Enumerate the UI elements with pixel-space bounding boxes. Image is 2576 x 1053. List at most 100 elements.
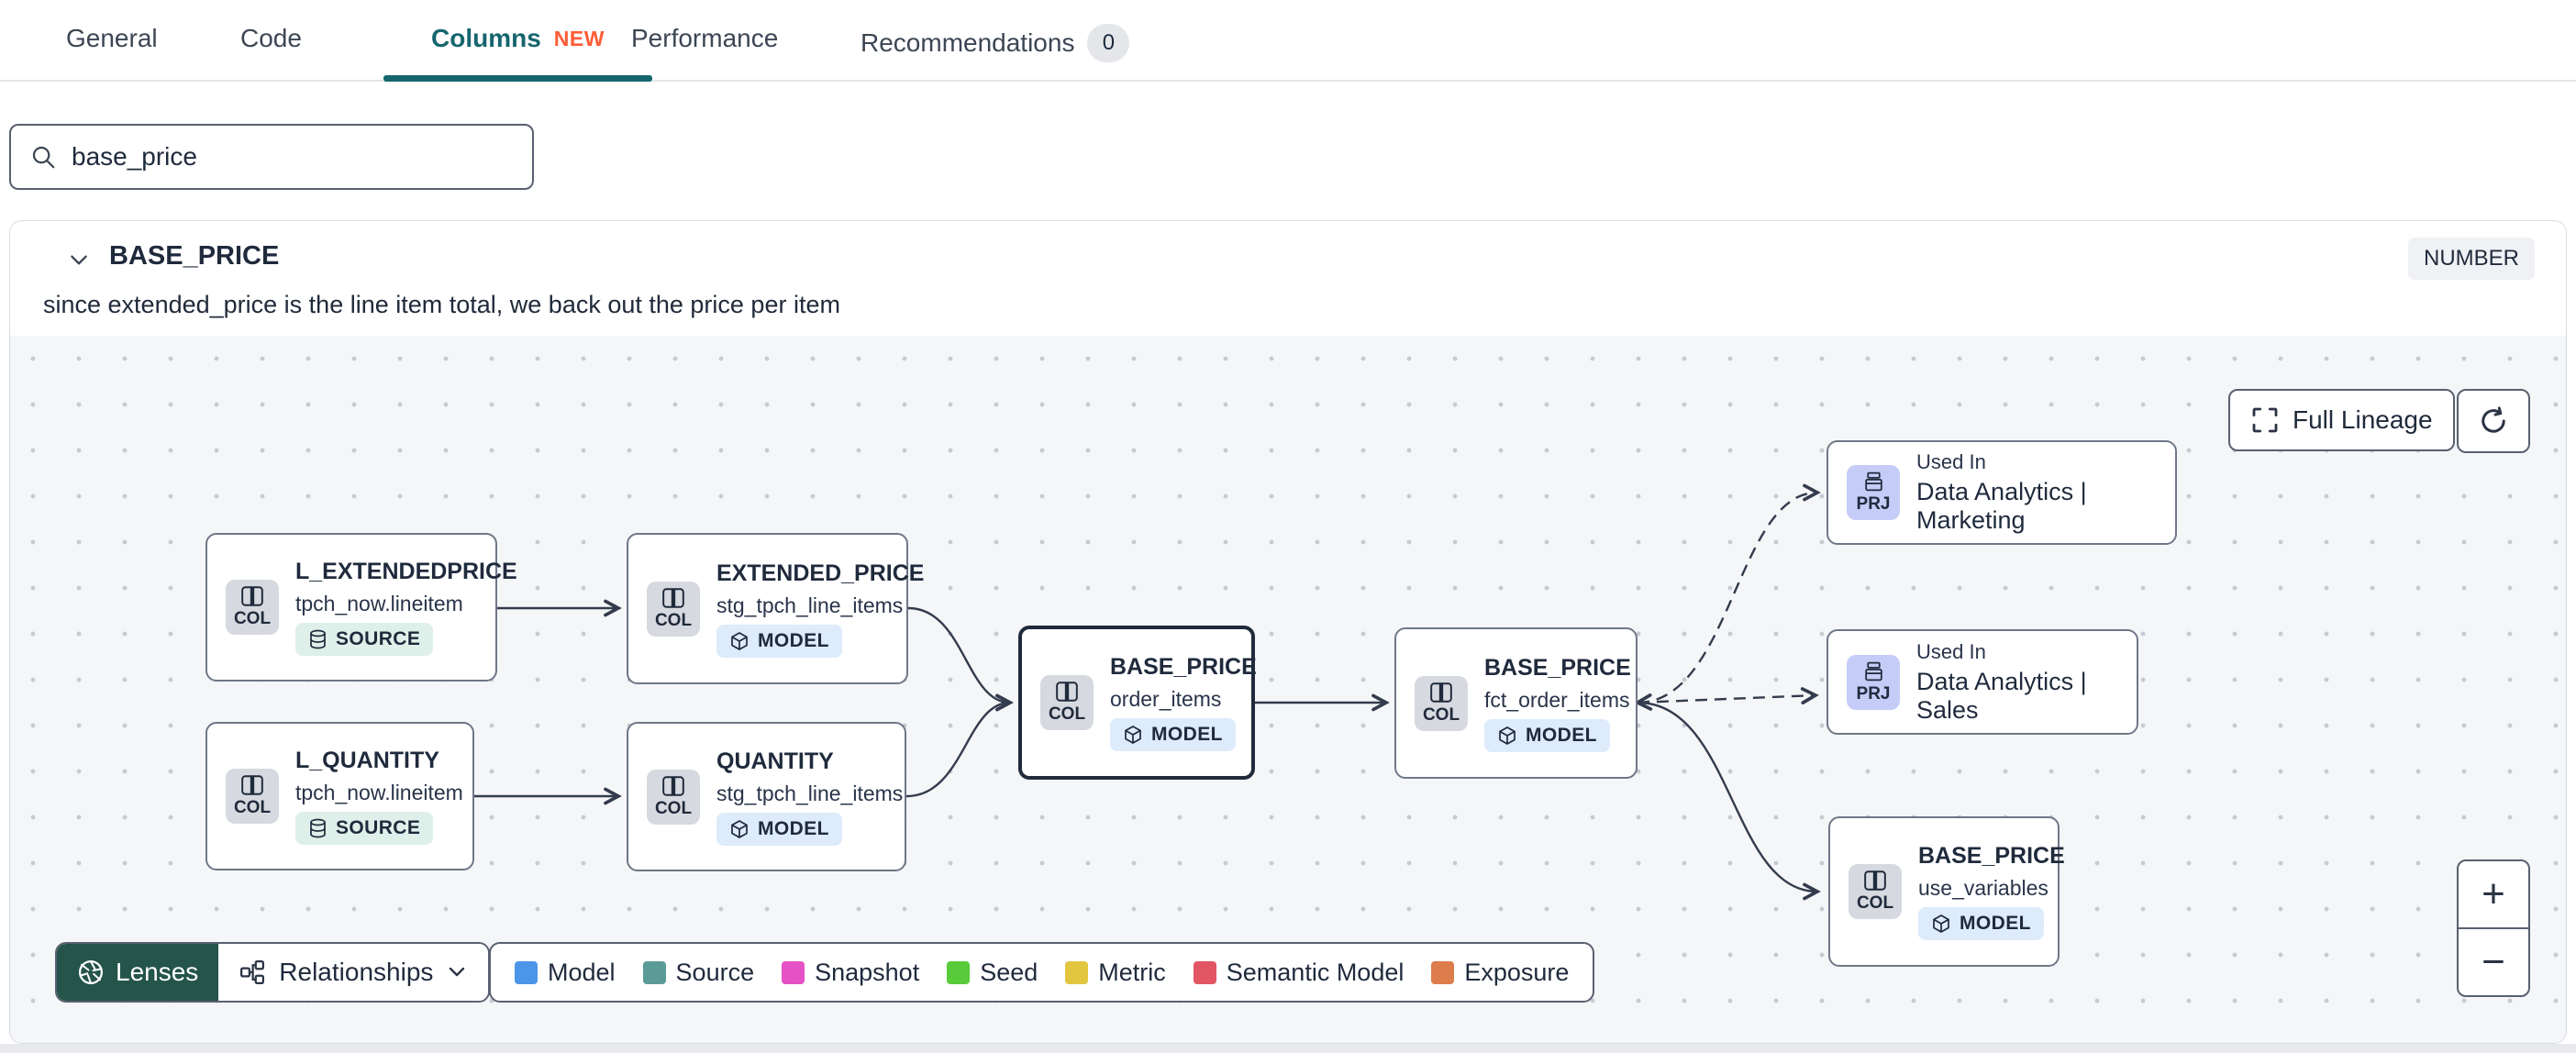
expand-icon	[2252, 407, 2278, 433]
node-subtitle: fct_order_items	[1484, 687, 1630, 712]
lenses-button[interactable]: Lenses	[57, 944, 219, 1001]
model-badge: MODEL	[1110, 718, 1236, 751]
lineage-node-base-price-fct-order-items[interactable]: COL BASE_PRICE fct_order_items MODEL	[1394, 627, 1638, 779]
full-lineage-button[interactable]: Full Lineage	[2228, 389, 2455, 451]
tab-performance-label: Performance	[631, 24, 779, 52]
legend-item-exposure: Exposure	[1431, 959, 1569, 987]
column-description: since extended_price is the line item to…	[43, 291, 840, 318]
lineage-node-l-quantity[interactable]: COL L_QUANTITY tpch_now.lineitem SOURCE	[205, 722, 474, 870]
node-title: L_EXTENDEDPRICE	[295, 559, 517, 584]
col-kind-badge: COL	[1040, 675, 1094, 730]
legend-label: Seed	[980, 958, 1038, 986]
lenses-aperture-icon	[79, 960, 103, 984]
zoom-in-button[interactable]: +	[2482, 871, 2505, 916]
database-icon	[310, 629, 326, 649]
col-kind-badge: COL	[647, 769, 700, 825]
model-badge: MODEL	[716, 624, 842, 658]
lineage-canvas[interactable]: COL L_EXTENDEDPRICE tpch_now.lineitem SO…	[10, 336, 2566, 1043]
col-kind-label: COL	[654, 798, 693, 818]
col-kind-label: COL	[233, 609, 272, 628]
node-title: Data Analytics | Sales	[1916, 667, 2087, 724]
legend-item-semantic-model: Semantic Model	[1193, 959, 1404, 987]
relationships-dropdown[interactable]: Relationships	[218, 944, 489, 1001]
node-title: BASE_PRICE	[1110, 654, 1257, 680]
lineage-node-used-in-marketing[interactable]: PRJ Used In Data Analytics | Marketing	[1827, 440, 2177, 545]
columns-icon	[241, 586, 263, 606]
col-kind-label: COL	[654, 610, 693, 630]
model-swatch	[515, 960, 538, 984]
collapse-chevron-icon[interactable]	[67, 252, 91, 269]
legend-label: Snapshot	[815, 958, 920, 986]
snapshot-swatch	[782, 960, 805, 984]
node-title: Data Analytics | Marketing	[1916, 478, 2087, 534]
used-in-label: Used In	[1916, 639, 1986, 663]
lineage-node-extended-price[interactable]: COL EXTENDED_PRICE stg_tpch_line_items M…	[627, 533, 924, 684]
columns-icon	[662, 587, 684, 608]
refresh-button[interactable]	[2457, 389, 2530, 453]
lenses-label: Lenses	[116, 958, 199, 986]
used-in-label: Used In	[1916, 450, 1986, 473]
prj-kind-badge: PRJ	[1847, 654, 1900, 710]
legend-item-metric: Metric	[1065, 959, 1166, 987]
model-badge-label: MODEL	[1526, 724, 1597, 746]
model-badge-label: MODEL	[1960, 913, 2031, 934]
cube-icon	[1499, 726, 1516, 745]
lineage-node-base-price-order-items[interactable]: COL BASE_PRICE order_items MODEL	[1018, 626, 1257, 780]
source-badge: SOURCE	[295, 812, 434, 845]
tab-recommendations[interactable]: Recommendations 0	[861, 24, 1130, 62]
tab-columns-label: Columns	[431, 24, 541, 52]
node-subtitle: tpch_now.lineitem	[295, 592, 463, 615]
zoom-controls: + −	[2457, 859, 2530, 997]
horizontal-scrollbar[interactable]	[0, 1044, 2576, 1053]
lineage-node-used-in-sales[interactable]: PRJ Used In Data Analytics | Sales	[1827, 629, 2138, 735]
columns-icon	[1864, 870, 1886, 891]
source-badge-label: SOURCE	[336, 817, 421, 838]
col-kind-badge: COL	[226, 769, 279, 824]
search-input[interactable]	[72, 142, 514, 172]
legend-label: Metric	[1098, 958, 1166, 986]
node-title: QUANTITY	[716, 748, 834, 774]
cube-icon	[1125, 726, 1141, 744]
col-kind-label: COL	[1048, 704, 1086, 724]
node-subtitle: stg_tpch_line_items	[716, 593, 904, 617]
prj-kind-label: PRJ	[1856, 494, 1891, 514]
node-title: L_QUANTITY	[295, 748, 439, 773]
model-badge-label: MODEL	[758, 817, 829, 839]
model-badge-label: MODEL	[758, 629, 829, 651]
cube-icon	[731, 631, 748, 650]
tab-general-label: General	[66, 24, 158, 52]
cube-icon	[731, 819, 748, 838]
legend-label: Exposure	[1464, 958, 1570, 986]
relationships-icon	[240, 960, 265, 984]
lineage-toolbar: Lenses Relationships	[55, 942, 491, 1003]
col-kind-label: COL	[233, 798, 272, 817]
tab-code[interactable]: Code	[240, 24, 302, 53]
tab-performance[interactable]: Performance	[631, 24, 778, 53]
tab-general[interactable]: General	[66, 24, 158, 53]
column-name: BASE_PRICE	[109, 241, 280, 271]
tab-recommendations-label: Recommendations	[861, 28, 1075, 57]
zoom-out-button[interactable]: −	[2459, 927, 2528, 995]
node-subtitle: order_items	[1110, 687, 1222, 711]
col-kind-label: COL	[1856, 893, 1894, 913]
chevron-down-icon	[450, 967, 465, 977]
prj-kind-badge: PRJ	[1847, 465, 1900, 520]
lineage-node-base-price-use-variables[interactable]: COL BASE_PRICE use_variables MODEL	[1828, 816, 2065, 967]
column-search[interactable]	[9, 124, 534, 190]
lineage-node-quantity[interactable]: COL QUANTITY stg_tpch_line_items MODEL	[627, 722, 906, 871]
cube-icon	[1933, 914, 1949, 933]
full-lineage-label: Full Lineage	[2293, 405, 2433, 434]
legend-item-snapshot: Snapshot	[782, 959, 919, 987]
database-icon	[310, 818, 326, 838]
col-kind-badge: COL	[647, 581, 700, 637]
refresh-icon	[2482, 406, 2505, 433]
node-subtitle: tpch_now.lineitem	[295, 781, 463, 804]
legend-item-source: Source	[642, 959, 754, 987]
lineage-node-l-extendedprice[interactable]: COL L_EXTENDEDPRICE tpch_now.lineitem SO…	[205, 533, 517, 682]
search-icon	[32, 146, 55, 169]
semantic-model-swatch	[1193, 960, 1216, 984]
columns-icon	[1430, 682, 1452, 703]
prj-kind-label: PRJ	[1856, 683, 1891, 704]
tab-columns[interactable]: Columns NEW	[431, 24, 605, 53]
node-title: BASE_PRICE	[1484, 654, 1631, 681]
